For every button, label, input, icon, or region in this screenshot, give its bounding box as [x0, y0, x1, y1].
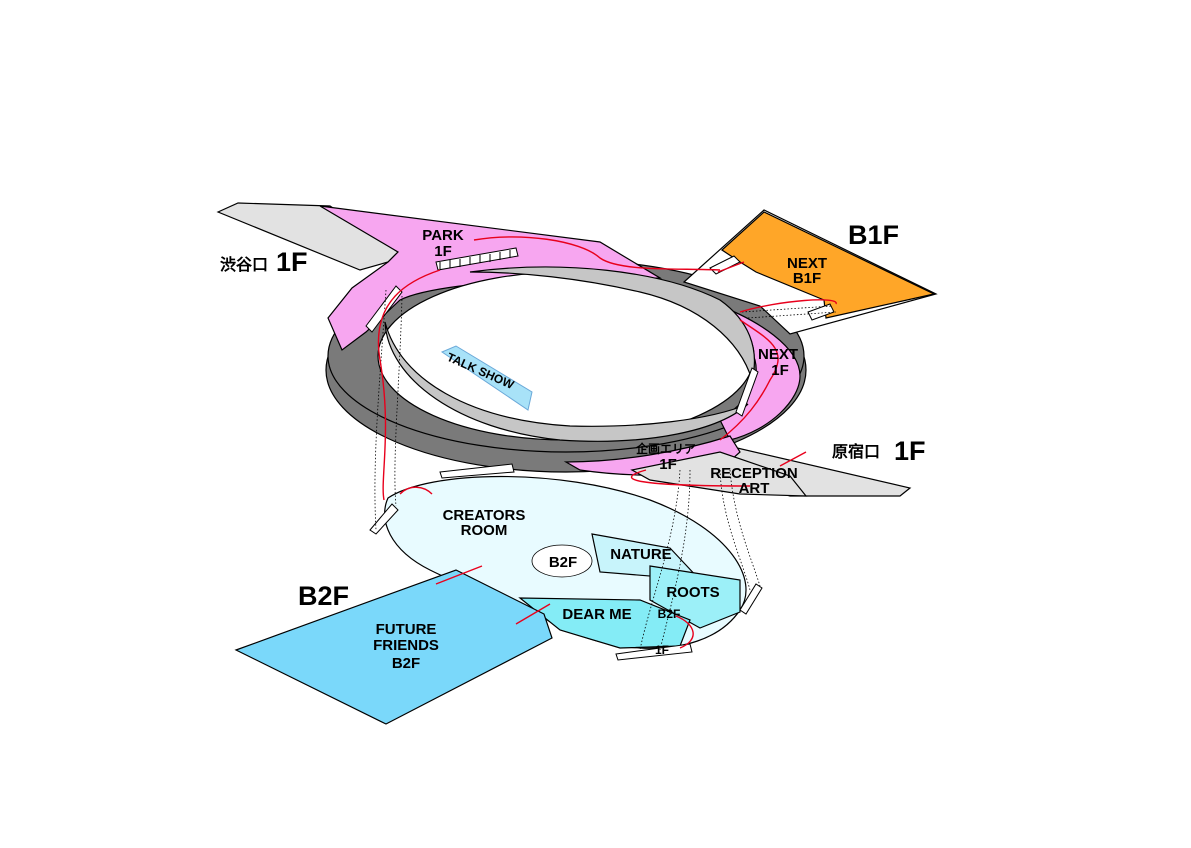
- route-b1f-stairs: [717, 261, 745, 273]
- reception-art-zone: [630, 451, 808, 497]
- next-1f-label: NEXT: [758, 346, 798, 363]
- future-friends-zone: [234, 569, 553, 725]
- shibuya-level-label: 1F: [276, 247, 308, 277]
- connector-west-2: [394, 295, 403, 507]
- b2f-small-label: B2F: [658, 607, 681, 621]
- friends-label: FRIENDS: [373, 637, 439, 654]
- future-label: FUTURE: [376, 621, 437, 638]
- b1f-level-label: B1F: [848, 220, 899, 250]
- art-label: ART: [739, 480, 770, 497]
- stairs-b2f-bottom: [615, 643, 693, 661]
- kikaku-floor-label: 1F: [659, 456, 677, 473]
- connector-b1f-2: [747, 311, 837, 319]
- room-label: ROOM: [461, 522, 508, 539]
- stairs-b2f-right: [739, 583, 763, 615]
- route-west: [377, 269, 441, 501]
- reception-label: RECEPTION: [710, 465, 798, 482]
- next-1f-floor-label: 1F: [771, 362, 789, 379]
- roots-label: ROOTS: [666, 584, 719, 601]
- next-b1f-floor-label: B1F: [793, 270, 821, 287]
- creators-label: CREATORS: [443, 507, 526, 524]
- park-floor-label: 1F: [434, 243, 452, 260]
- future-floor-label: B2F: [392, 655, 420, 672]
- route-harajuku: [779, 451, 807, 467]
- route-b2f-future: [435, 565, 483, 585]
- connector-mid: [639, 469, 681, 651]
- nature-label: NATURE: [610, 546, 671, 563]
- shibuya-entrance-label: 渋谷口: [220, 255, 268, 274]
- route-park: [473, 236, 721, 271]
- park-label: PARK: [422, 227, 464, 244]
- route-kikaku: [630, 469, 751, 487]
- connector-west: [374, 289, 387, 531]
- kikaku-label: 企画エリア: [635, 441, 696, 456]
- connector-mid-2: [659, 469, 691, 651]
- inner-stand-left: [384, 321, 749, 442]
- next-b1f-label: NEXT: [787, 255, 827, 272]
- b2f-center-hub: [531, 544, 593, 578]
- harajuku-entrance-label: 原宿口: [832, 442, 880, 461]
- route-b2f-roots: [675, 615, 694, 649]
- dear-me-label: DEAR ME: [562, 606, 631, 623]
- b2f-center-label: B2F: [549, 554, 577, 571]
- stairs-park: [435, 247, 519, 271]
- route-b2f-top: [399, 486, 433, 495]
- stairs-east: [735, 367, 759, 417]
- connector-b1f-1: [741, 305, 833, 313]
- connector-east: [719, 469, 751, 591]
- harajuku-level-label: 1F: [894, 436, 926, 466]
- route-b2f-dearme: [515, 603, 551, 625]
- stairs-b2f-top: [439, 463, 515, 479]
- f1-small-label: 1F: [655, 643, 669, 657]
- route-next: [719, 299, 837, 441]
- talk-show-stage: [440, 345, 533, 411]
- stairs-b2f-left: [369, 503, 399, 535]
- b2f-level-label: B2F: [298, 581, 349, 611]
